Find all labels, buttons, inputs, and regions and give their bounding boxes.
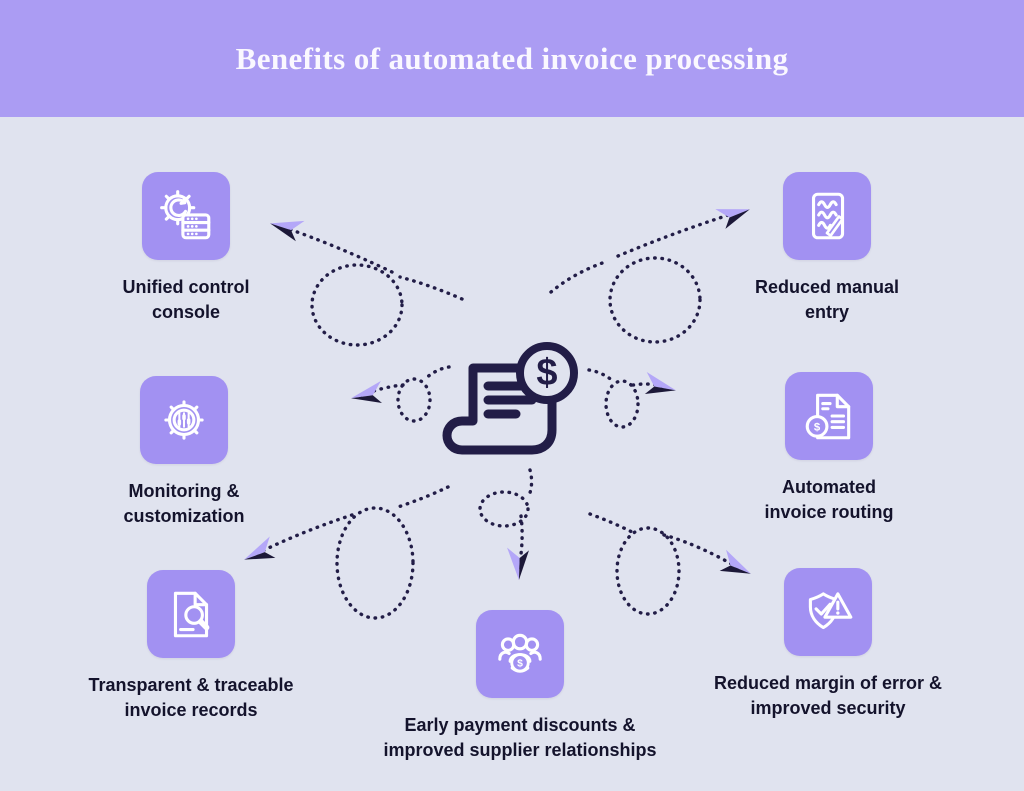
label-line: Monitoring & (128, 481, 240, 501)
label-line: Reduced margin of error & (713, 673, 943, 693)
manual-entry-icon (783, 172, 871, 260)
benefit-transparent-traceable-invoice-records: Transparent & traceable invoice records (26, 570, 356, 723)
benefit-label: Automated invoice routing (764, 475, 893, 525)
benefit-unified-control-console: Unified control console (36, 172, 336, 325)
label-line: Early payment discounts & (404, 715, 636, 735)
svg-text:$: $ (536, 352, 557, 394)
page-title: Benefits of automated invoice processing (235, 40, 789, 76)
benefit-label: Unified control console (123, 275, 250, 325)
benefit-early-payment-discounts: $ Early payment discounts & improved sup… (325, 610, 715, 763)
monitoring-gear-icon (140, 376, 228, 464)
label-line: improved supplier relationships (383, 740, 657, 760)
label-line: Reduced manual (754, 277, 900, 297)
label-line: entry (804, 302, 849, 322)
benefit-reduced-manual-entry: Reduced manual entry (677, 172, 977, 325)
invoice-dollar-icon: $ (440, 330, 590, 460)
label-line: Automated (781, 477, 876, 497)
benefit-automated-invoice-routing: $ Automated invoice routing (679, 372, 979, 525)
label-line: improved security (750, 698, 906, 718)
label-line: console (151, 302, 221, 322)
control-console-icon (142, 172, 230, 260)
benefit-label: Reduced margin of error & improved secur… (714, 671, 942, 721)
label-line: invoice routing (764, 502, 894, 522)
label-line: Transparent & traceable (88, 675, 294, 695)
svg-text:$: $ (814, 421, 821, 433)
label-line: Unified control (122, 277, 250, 297)
header-band: Benefits of automated invoice processing (0, 0, 1024, 117)
benefit-monitoring-customization: Monitoring & customization (34, 376, 334, 529)
benefit-label: Monitoring & customization (123, 479, 244, 529)
label-line: invoice records (124, 700, 258, 720)
svg-text:$: $ (517, 659, 523, 670)
label-line: customization (123, 506, 245, 526)
benefit-label: Transparent & traceable invoice records (88, 673, 293, 723)
supplier-relationships-icon: $ (476, 610, 564, 698)
invoice-routing-icon: $ (785, 372, 873, 460)
benefit-label: Reduced manual entry (755, 275, 899, 325)
benefit-reduced-margin-of-error: Reduced margin of error & improved secur… (648, 568, 1008, 721)
traceable-records-icon (147, 570, 235, 658)
benefit-label: Early payment discounts & improved suppl… (383, 713, 656, 763)
security-check-icon (784, 568, 872, 656)
